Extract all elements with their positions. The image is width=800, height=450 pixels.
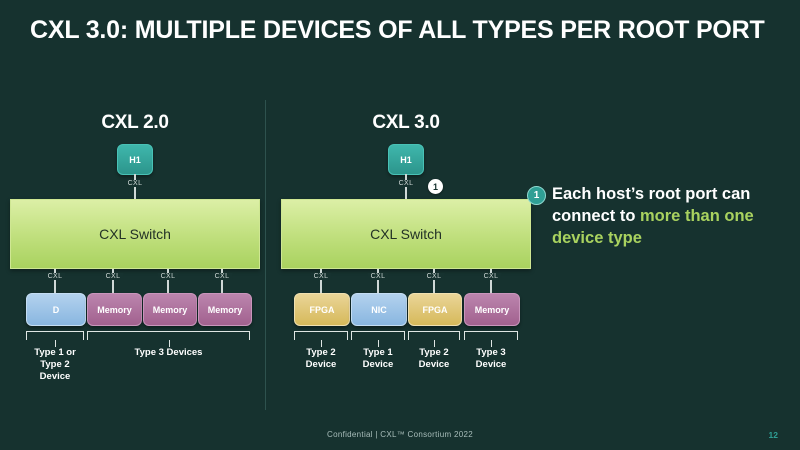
device-link-line <box>320 269 322 293</box>
device-link-label: CXL <box>423 273 445 280</box>
group-bracket-0 <box>26 331 84 347</box>
callout-note: 1 Each host’s root port can connect to m… <box>527 183 789 249</box>
callout-text-highlight: more than one device type <box>552 207 754 247</box>
device-link-line <box>490 269 492 293</box>
bracket-tick <box>55 340 56 347</box>
bracket-tick <box>434 340 435 347</box>
host-uplink: CXL 1 <box>281 174 531 199</box>
device-link-line <box>377 269 379 293</box>
device-row: D Memory Memory Memory <box>10 293 260 327</box>
group-caption-2: Type 2 Device <box>418 347 450 370</box>
group-captions: Type 1 or Type 2 Device Type 3 Devices <box>10 347 260 393</box>
device-link-label: CXL <box>310 273 332 280</box>
group-bracket-2 <box>408 331 460 347</box>
group-bracket-1 <box>87 331 250 347</box>
device-link-label: CXL <box>480 273 502 280</box>
panel-cxl-2-0: CXL 2.0 H1 CXL CXL Switch CXL CXL CXL <box>10 110 260 393</box>
bracket-tick <box>491 340 492 347</box>
bracket-tick <box>321 340 322 347</box>
device-link-row: CXL CXL CXL CXL <box>10 269 260 293</box>
group-caption-0: Type 2 Device <box>305 347 337 370</box>
uplink-label: CXL <box>395 180 417 187</box>
group-brackets <box>281 327 531 347</box>
device-link-line <box>221 269 223 293</box>
host-uplink: CXL <box>10 174 260 199</box>
panel-title-cxl-3-0: CXL 3.0 <box>372 112 440 133</box>
callout-text: Each host’s root port can connect to mor… <box>552 183 789 249</box>
panel-cxl-3-0: CXL 3.0 H1 CXL 1 CXL Switch CXL CXL CXL <box>281 110 531 393</box>
device-box-memory-1[interactable]: Memory <box>87 293 142 326</box>
group-captions: Type 2 Device Type 1 Device Type 2 Devic… <box>281 347 531 393</box>
callout-marker-1[interactable]: 1 <box>428 179 443 194</box>
page-number: 12 <box>768 430 778 440</box>
device-box-memory-2[interactable]: Memory <box>143 293 197 326</box>
device-box-memory[interactable]: Memory <box>464 293 520 326</box>
group-caption-1: Type 3 Devices <box>134 347 203 358</box>
group-caption-1: Type 1 Device <box>362 347 394 370</box>
device-link-line <box>433 269 435 293</box>
device-box-d[interactable]: D <box>26 293 86 326</box>
device-link-line <box>112 269 114 293</box>
host-row: H1 <box>281 136 531 175</box>
group-caption-3: Type 3 Device <box>475 347 507 370</box>
device-link-label: CXL <box>157 273 179 280</box>
device-link-label: CXL <box>367 273 389 280</box>
device-box-fpga-1[interactable]: FPGA <box>294 293 350 326</box>
group-caption-0: Type 1 or Type 2 Device <box>34 347 76 382</box>
device-box-nic[interactable]: NIC <box>351 293 407 326</box>
device-link-line <box>167 269 169 293</box>
bracket-tick <box>168 340 170 347</box>
callout-number-badge: 1 <box>527 186 546 205</box>
group-bracket-1 <box>351 331 405 347</box>
uplink-label: CXL <box>124 180 146 187</box>
device-link-label: CXL <box>211 273 233 280</box>
device-link-row: CXL CXL CXL CXL <box>281 269 531 293</box>
group-bracket-0 <box>294 331 348 347</box>
panel-title-cxl-2-0: CXL 2.0 <box>101 112 169 133</box>
device-row: FPGA NIC FPGA Memory <box>281 293 531 327</box>
page-title: CXL 3.0: MULTIPLE DEVICES OF ALL TYPES P… <box>30 16 765 44</box>
device-link-label: CXL <box>102 273 124 280</box>
device-box-fpga-2[interactable]: FPGA <box>408 293 462 326</box>
cxl-switch-box[interactable]: CXL Switch <box>10 199 260 269</box>
device-box-memory-3[interactable]: Memory <box>198 293 252 326</box>
device-link-line <box>54 269 56 293</box>
bracket-tick <box>378 340 379 347</box>
host-row: H1 <box>10 136 260 175</box>
footer-text: Confidential | CXL™ Consortium 2022 <box>327 430 473 439</box>
callout-text-plain: Each host’s root port can connect to <box>552 185 751 225</box>
device-link-label: CXL <box>44 273 66 280</box>
group-bracket-3 <box>464 331 518 347</box>
host-box-h1[interactable]: H1 <box>117 144 153 175</box>
host-box-h1[interactable]: H1 <box>388 144 424 175</box>
cxl-switch-box[interactable]: CXL Switch <box>281 199 531 269</box>
group-brackets <box>10 327 260 347</box>
panel-divider <box>265 100 266 410</box>
